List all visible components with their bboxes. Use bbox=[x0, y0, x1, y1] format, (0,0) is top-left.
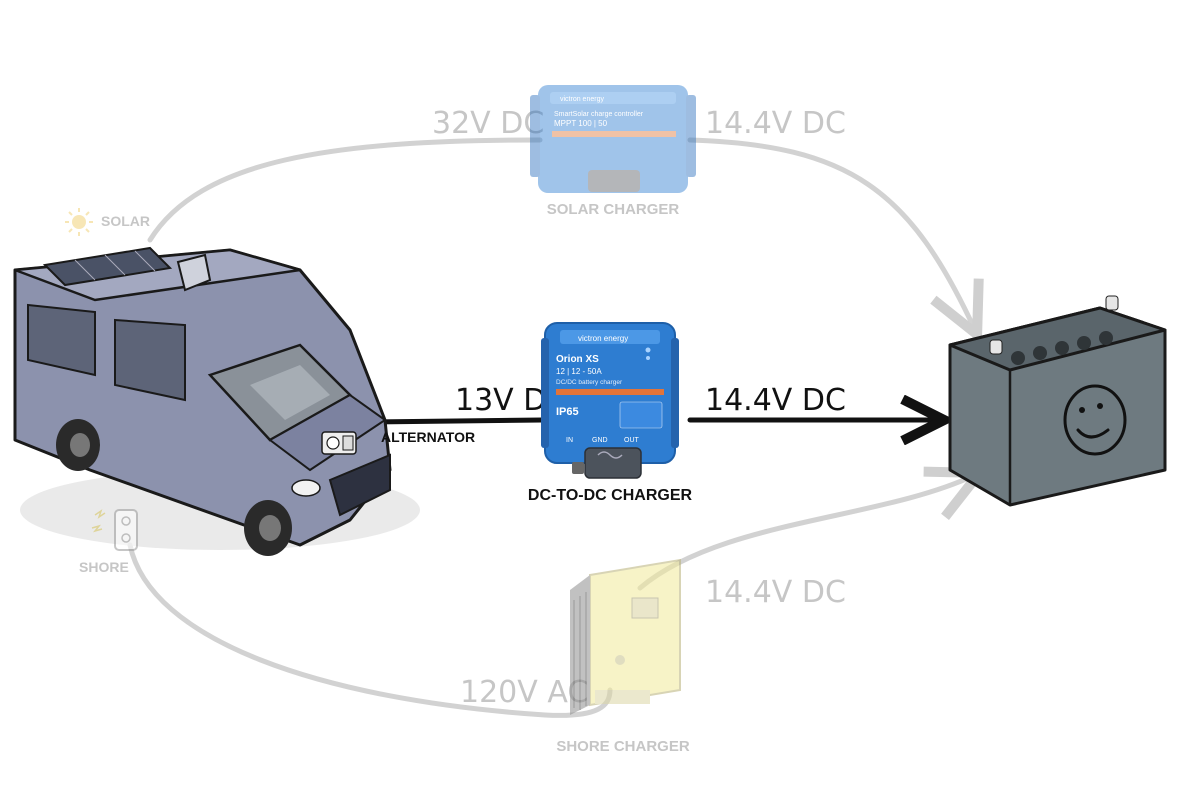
smiley-face-icon bbox=[1063, 384, 1127, 456]
dcdc-status-led bbox=[645, 347, 651, 353]
rear-wheel-icon bbox=[56, 419, 100, 471]
alternator-input-wire bbox=[369, 417, 545, 425]
shore-input-wire bbox=[127, 542, 613, 718]
solar-charger-line1: SmartSolar charge controller bbox=[554, 111, 644, 118]
house-battery bbox=[948, 295, 1167, 507]
electrical-outlet-icon bbox=[91, 509, 138, 551]
solar-input-voltage: 32V DC bbox=[432, 106, 544, 141]
dcdc-terminal-in: IN bbox=[566, 437, 573, 444]
solar-output-wire bbox=[687, 137, 975, 330]
shore-output-voltage: 14.4V DC bbox=[705, 575, 846, 610]
dcdc-output-voltage: 14.4V DC bbox=[705, 383, 846, 418]
dcdc-terminal-gnd: GND bbox=[592, 437, 608, 444]
dcdc-charger: victron energy Orion XS 12 | 12 - 50A DC… bbox=[541, 322, 679, 479]
dcdc-brand: victron energy bbox=[578, 334, 628, 343]
battery-terminal-negative bbox=[989, 339, 1003, 355]
engine-icon bbox=[321, 431, 357, 455]
dcdc-spec: 12 | 12 - 50A bbox=[556, 367, 602, 376]
solar-charger-label: SOLAR CHARGER bbox=[547, 201, 680, 218]
dcdc-charger-label: DC-TO-DC CHARGER bbox=[528, 487, 693, 504]
shore-charger bbox=[570, 558, 681, 715]
shore-input-voltage: 120V AC bbox=[460, 675, 588, 710]
dcdc-model: Orion XS bbox=[556, 354, 599, 365]
solar-input-wire bbox=[147, 137, 543, 243]
solar-source-label: SOLAR bbox=[101, 213, 150, 229]
camper-van bbox=[13, 246, 420, 556]
solar-charger-brand: victron energy bbox=[560, 96, 604, 103]
dcdc-rating: IP65 bbox=[556, 406, 579, 418]
dcdc-desc: DC/DC battery charger bbox=[556, 379, 623, 386]
shore-source-label: SHORE bbox=[79, 559, 129, 575]
front-wheel-icon bbox=[244, 500, 292, 556]
dcdc-terminal-out: OUT bbox=[624, 437, 640, 444]
sun-icon bbox=[65, 208, 93, 236]
solar-charger-line2: MPPT 100 | 50 bbox=[554, 119, 608, 128]
shore-charger-label: SHORE CHARGER bbox=[556, 738, 690, 755]
solar-charger: victron energy SmartSolar charge control… bbox=[530, 85, 696, 193]
solar-output-voltage: 14.4V DC bbox=[705, 106, 846, 141]
alternator-label: ALTERNATOR bbox=[381, 429, 475, 445]
battery-terminal-positive bbox=[1105, 295, 1119, 311]
